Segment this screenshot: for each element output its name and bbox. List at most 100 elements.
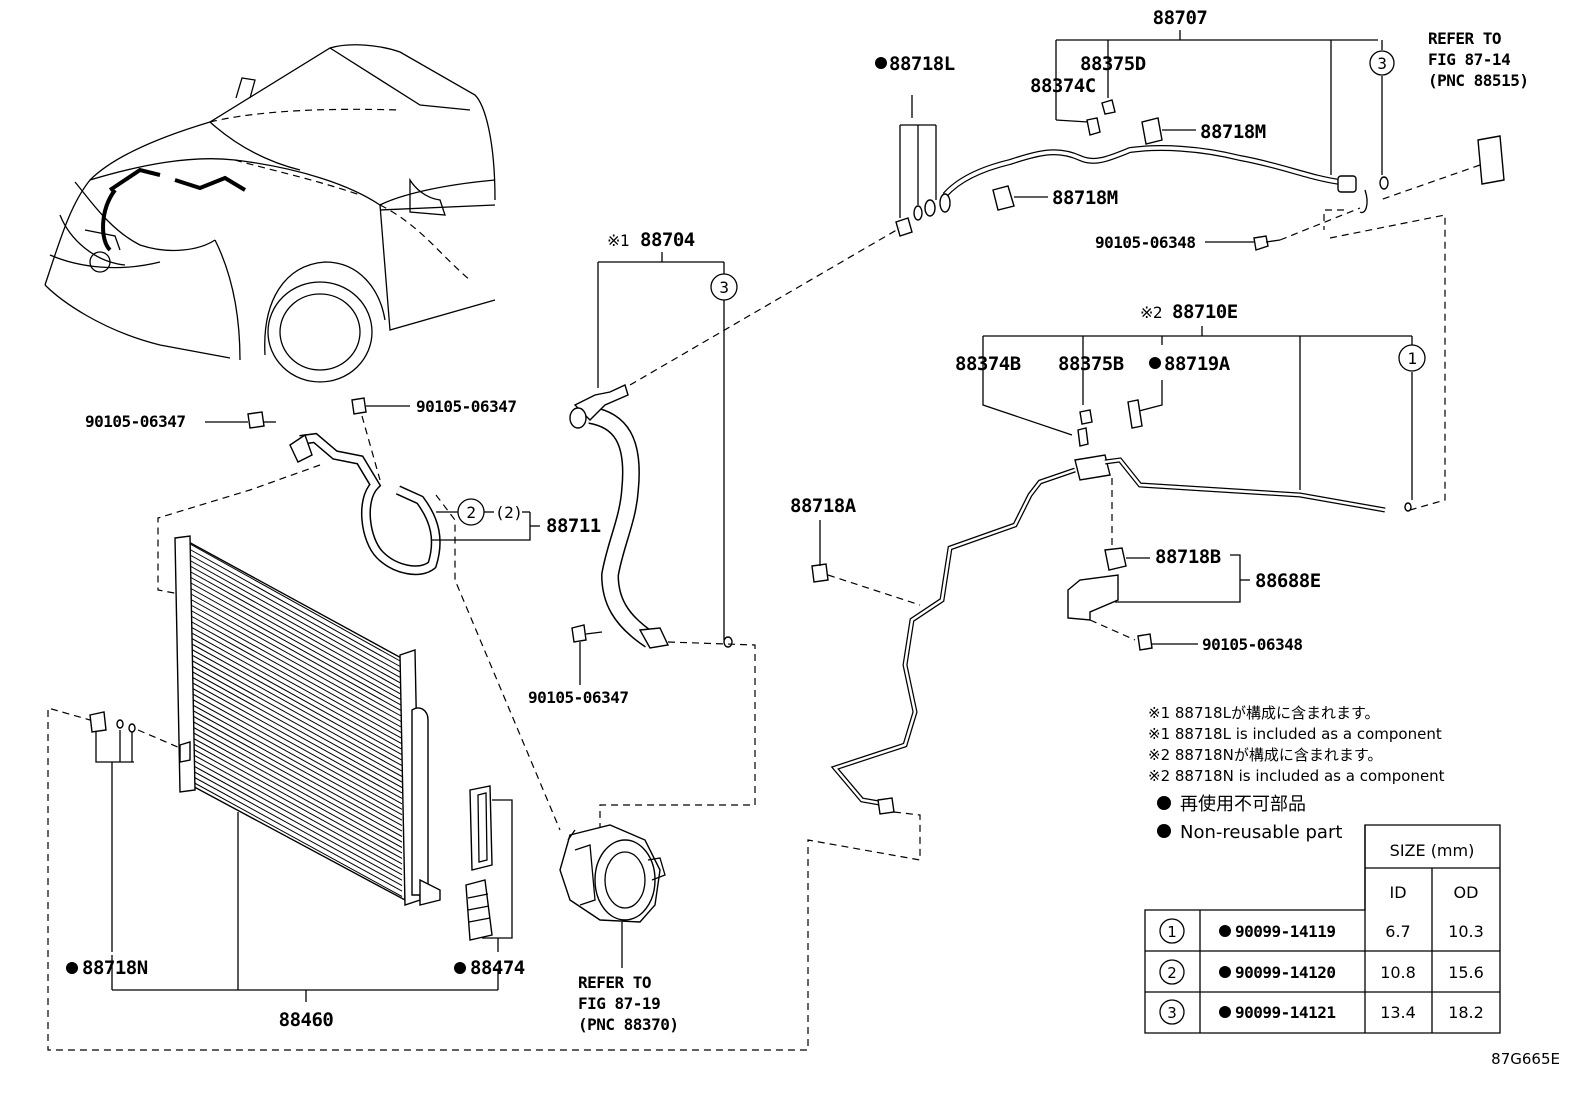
label-88718A: 88718A	[790, 495, 857, 517]
table-row-2-od: 15.6	[1448, 963, 1484, 982]
condenser-fin-line	[189, 670, 403, 788]
hose-88711-group	[157, 397, 561, 831]
condenser-fin-line	[189, 714, 403, 832]
condenser-fin-line	[189, 681, 403, 799]
label-88710E: 88710E	[1172, 301, 1238, 323]
label-88718B: 88718B	[1155, 546, 1221, 568]
label-88718L: 88718L	[889, 53, 955, 75]
ref-circle-3-top-text: 3	[1377, 54, 1386, 73]
condenser-fin-line	[189, 692, 403, 810]
car-illustration	[44, 44, 496, 383]
label-90105-06348-bottom: 90105-06348	[1202, 635, 1302, 654]
note-2-en: ※2 88718N is included as a component	[1148, 767, 1445, 785]
refer-to-fig-87-14-line2: FIG 87-14	[1428, 50, 1510, 69]
condenser-fin-line	[189, 631, 403, 750]
condenser-fin-line	[189, 752, 403, 870]
table-row-2-id: 10.8	[1380, 963, 1416, 982]
table-col-od: OD	[1454, 883, 1479, 902]
table-row-3-circle	[1159, 999, 1185, 1025]
mark-88710E: ※2	[1140, 303, 1162, 322]
figure-code: 87G665E	[1491, 1050, 1560, 1068]
condenser-fin-line	[189, 664, 403, 783]
table-col-id: ID	[1389, 883, 1406, 902]
ref-circle-3-top	[1369, 50, 1395, 76]
condenser-fin-line	[189, 736, 403, 854]
condenser-fin-line	[189, 576, 403, 696]
table-row-2-bullet	[1219, 966, 1231, 978]
pipe-88707-group	[895, 30, 1505, 511]
refer-to-fig-87-14-line1: REFER TO	[1428, 29, 1501, 48]
label-88718N: 88718N	[82, 957, 148, 979]
table-row-3-od: 18.2	[1448, 1003, 1484, 1022]
bullet-88474	[454, 962, 466, 974]
bullet-88718L	[875, 57, 887, 69]
refer-to-fig-87-19-line1: REFER TO	[578, 973, 651, 992]
ref-circle-3-mid-text: 3	[719, 278, 728, 297]
condenser-fin-line	[189, 653, 403, 772]
legend-en: Non-reusable part	[1180, 822, 1342, 843]
note-2-ja: ※2 88718Nが構成に含まれます。	[1148, 746, 1382, 764]
label-88460: 88460	[279, 1009, 334, 1031]
condenser-fin-line	[189, 741, 403, 859]
table-row-1-bullet	[1219, 925, 1231, 937]
label-88718M-upper: 88718M	[1200, 121, 1266, 143]
table-row-1-od: 10.3	[1448, 922, 1484, 941]
label-88718M-lower: 88718M	[1052, 187, 1118, 209]
label-88704: 88704	[640, 229, 695, 251]
table-row-2-ref: 2	[1167, 964, 1177, 982]
table-row-3-id: 13.4	[1380, 1003, 1416, 1022]
note-1-ja: ※1 88718Lが構成に含まれます。	[1148, 704, 1379, 722]
compressor-group	[559, 824, 666, 968]
label-88711-qty: (2)	[495, 503, 522, 522]
table-row-2-circle	[1159, 959, 1185, 985]
condenser-fin-line	[189, 697, 403, 816]
legend-bullet-ja	[1157, 796, 1171, 810]
condenser-fin-line	[189, 598, 403, 717]
condenser-fin-line	[189, 758, 403, 876]
table-row-2-part: 90099-14120	[1235, 963, 1335, 982]
label-88719A: 88719A	[1164, 353, 1231, 375]
condenser-88460-group	[89, 535, 513, 1002]
condenser-fin-line	[189, 620, 403, 739]
condenser-fin-line	[189, 637, 403, 756]
label-88711: 88711	[546, 515, 601, 537]
condenser-fin-line	[189, 549, 403, 668]
condenser-fin-line	[189, 675, 403, 794]
condenser-fin-line	[189, 626, 403, 745]
legend-ja: 再使用不可部品	[1180, 794, 1306, 815]
condenser-fin-line	[189, 659, 403, 777]
label-88374B: 88374B	[955, 353, 1021, 375]
condenser-fin-line	[189, 774, 403, 892]
bullet-88719A	[1149, 357, 1161, 369]
ref-circle-2-text: 2	[466, 503, 475, 522]
ref-circle-2	[457, 498, 485, 526]
bullet-88718N	[66, 962, 78, 974]
condenser-fin-line	[189, 571, 403, 690]
refer-to-fig-87-14-line3: (PNC 88515)	[1428, 71, 1528, 90]
ref-circle-1	[1398, 344, 1426, 372]
label-88375D: 88375D	[1080, 53, 1146, 75]
refer-to-fig-87-19-line3: (PNC 88370)	[578, 1015, 678, 1034]
table-row-1-ref: 1	[1167, 923, 1177, 941]
pipe-88710E-group	[47, 326, 1413, 1051]
mark-88704: ※1	[607, 231, 629, 250]
condenser-fin-line	[189, 769, 403, 887]
table-row-1-circle	[1159, 918, 1185, 944]
condenser-fin-line	[189, 747, 403, 865]
table-row-1-part: 90099-14119	[1235, 922, 1335, 941]
condenser-fins	[189, 543, 403, 897]
ref-circle-1-text: 1	[1407, 349, 1416, 368]
condenser-fin-line	[189, 560, 403, 679]
condenser-fin-line	[189, 615, 403, 734]
condenser-fin-line	[189, 708, 403, 827]
condenser-fin-line	[189, 703, 403, 821]
hose-88704-group	[569, 227, 901, 830]
label-88707: 88707	[1153, 7, 1208, 29]
table-row-3-part: 90099-14121	[1235, 1003, 1335, 1022]
condenser-fin-line	[189, 543, 403, 663]
table-header-size: SIZE (mm)	[1390, 841, 1475, 860]
size-table: SIZE (mm) ID OD 1 90099-14119 6.7 10.3 2…	[1144, 824, 1501, 1034]
condenser-fin-line	[189, 565, 403, 685]
